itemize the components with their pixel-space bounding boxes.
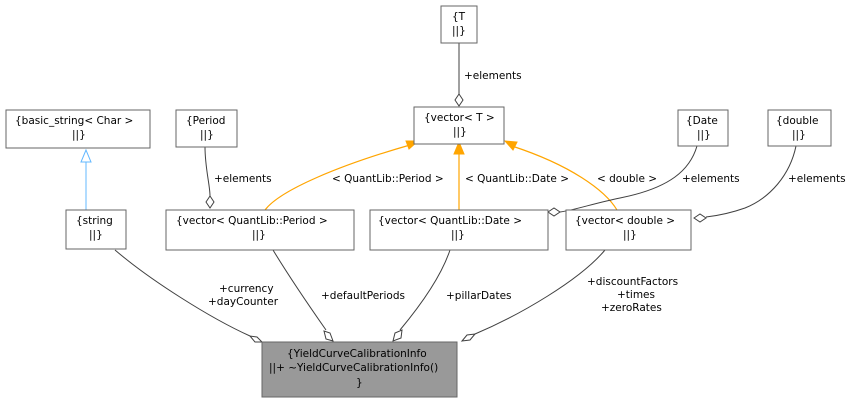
node-vector-double[interactable]: {vector< double > ||} (565, 209, 692, 251)
template-arrow (503, 140, 518, 151)
node-line: ||} (453, 126, 467, 138)
node-double[interactable]: {double ||} (767, 109, 832, 147)
aggregation-diamond (547, 207, 561, 217)
edge-label-line: < double > (597, 173, 657, 185)
node-line: ||} (623, 229, 637, 241)
aggregation-diamond (392, 329, 403, 342)
edge-label-line: +pillarDates (446, 290, 512, 302)
edge-label-line: < QuantLib::Date > (465, 173, 569, 185)
label-template-date: < QuantLib::Date > (465, 173, 569, 185)
edge-label-line: +dayCounter (208, 296, 279, 308)
node-vector-date[interactable]: {vector< QuantLib::Date > ||} (369, 209, 549, 251)
aggregation-diamond (454, 93, 464, 107)
node-period[interactable]: {Period ||} (175, 109, 238, 148)
edge-label-line: +times (617, 289, 655, 301)
inheritance-arrow (80, 148, 92, 163)
node-vector-t[interactable]: {vector< T > ||} (413, 106, 505, 145)
edge-label-line: +discountFactors (587, 276, 678, 288)
edge-string-to-main (114, 249, 264, 343)
node-line: {string (76, 215, 113, 227)
edge-label-line: +currency (219, 283, 274, 295)
node-line: ||} (451, 229, 465, 241)
label-date-main: +pillarDates (446, 290, 512, 302)
edge-period-to-vector-period (204, 146, 215, 209)
edge-date-to-vector-date (547, 145, 698, 217)
edge-label-line: +elements (788, 173, 846, 185)
node-line: ||} (252, 229, 266, 241)
edge-label-line: +elements (214, 173, 272, 185)
edge-vector-period-to-main (272, 249, 334, 342)
label-period-main: +defaultPeriods (321, 290, 405, 302)
node-line: ||+ ~YieldCurveCalibrationInfo() (269, 362, 438, 374)
node-line: {vector< QuantLib::Period > (176, 215, 328, 227)
node-line: ||} (452, 25, 466, 37)
node-line: {Date (686, 115, 718, 127)
edge-vector-double-to-main (460, 249, 606, 342)
aggregation-diamond (460, 333, 477, 342)
aggregation-diamond (323, 330, 334, 342)
edge-template-date (453, 140, 465, 210)
edge-label-line: < QuantLib::Period > (332, 173, 444, 185)
node-line: ||} (792, 129, 806, 141)
edge-template-double (503, 140, 618, 211)
label-template-double: < double > (597, 173, 657, 185)
node-yield-curve-calibration-info[interactable]: {YieldCurveCalibrationInfo ||+ ~YieldCur… (261, 341, 458, 398)
edge-vector-date-to-main (392, 249, 451, 342)
node-basic-string[interactable]: {basic_string< Char > ||} (5, 109, 151, 149)
node-vector-period[interactable]: {vector< QuantLib::Period > ||} (165, 209, 355, 251)
node-line: ||} (200, 129, 214, 141)
node-line: {double (776, 115, 818, 127)
label-elements-date: +elements (682, 173, 740, 185)
node-line: ||} (697, 129, 711, 141)
label-elements-double: +elements (788, 173, 846, 185)
label-double-main: +discountFactors +times +zeroRates (587, 276, 678, 314)
node-line: {T (452, 11, 466, 23)
node-line: {Period (186, 115, 225, 127)
label-template-period: < QuantLib::Period > (332, 173, 444, 185)
node-string[interactable]: {string ||} (65, 209, 127, 250)
node-line: {basic_string< Char > (15, 115, 133, 127)
node-line: {YieldCurveCalibrationInfo (287, 348, 427, 360)
edge-label-line: +elements (464, 70, 522, 82)
node-line: ||} (72, 129, 86, 141)
node-line: } (356, 377, 363, 389)
label-string-main: +currency +dayCounter (208, 283, 279, 308)
node-line: {vector< QuantLib::Date > (378, 215, 522, 227)
edge-basic-string-to-string (80, 148, 92, 210)
edge-t-to-vector-t (454, 43, 464, 107)
edge-label-line: +defaultPeriods (321, 290, 405, 302)
template-arrow (453, 140, 465, 155)
node-date[interactable]: {Date ||} (677, 109, 729, 147)
aggregation-diamond (248, 335, 264, 343)
label-elements-period: +elements (214, 173, 272, 185)
node-line: {vector< T > (424, 112, 495, 124)
label-elements-t: +elements (464, 70, 522, 82)
node-line: {vector< double > (575, 215, 675, 227)
node-line: ||} (89, 229, 103, 241)
node-t[interactable]: {T ||} (440, 5, 478, 44)
edge-double-to-vector-double (693, 145, 797, 223)
edge-label-line: +elements (682, 173, 740, 185)
aggregation-diamond (205, 195, 215, 209)
edge-label-line: +zeroRates (601, 302, 662, 314)
aggregation-diamond (693, 213, 707, 223)
